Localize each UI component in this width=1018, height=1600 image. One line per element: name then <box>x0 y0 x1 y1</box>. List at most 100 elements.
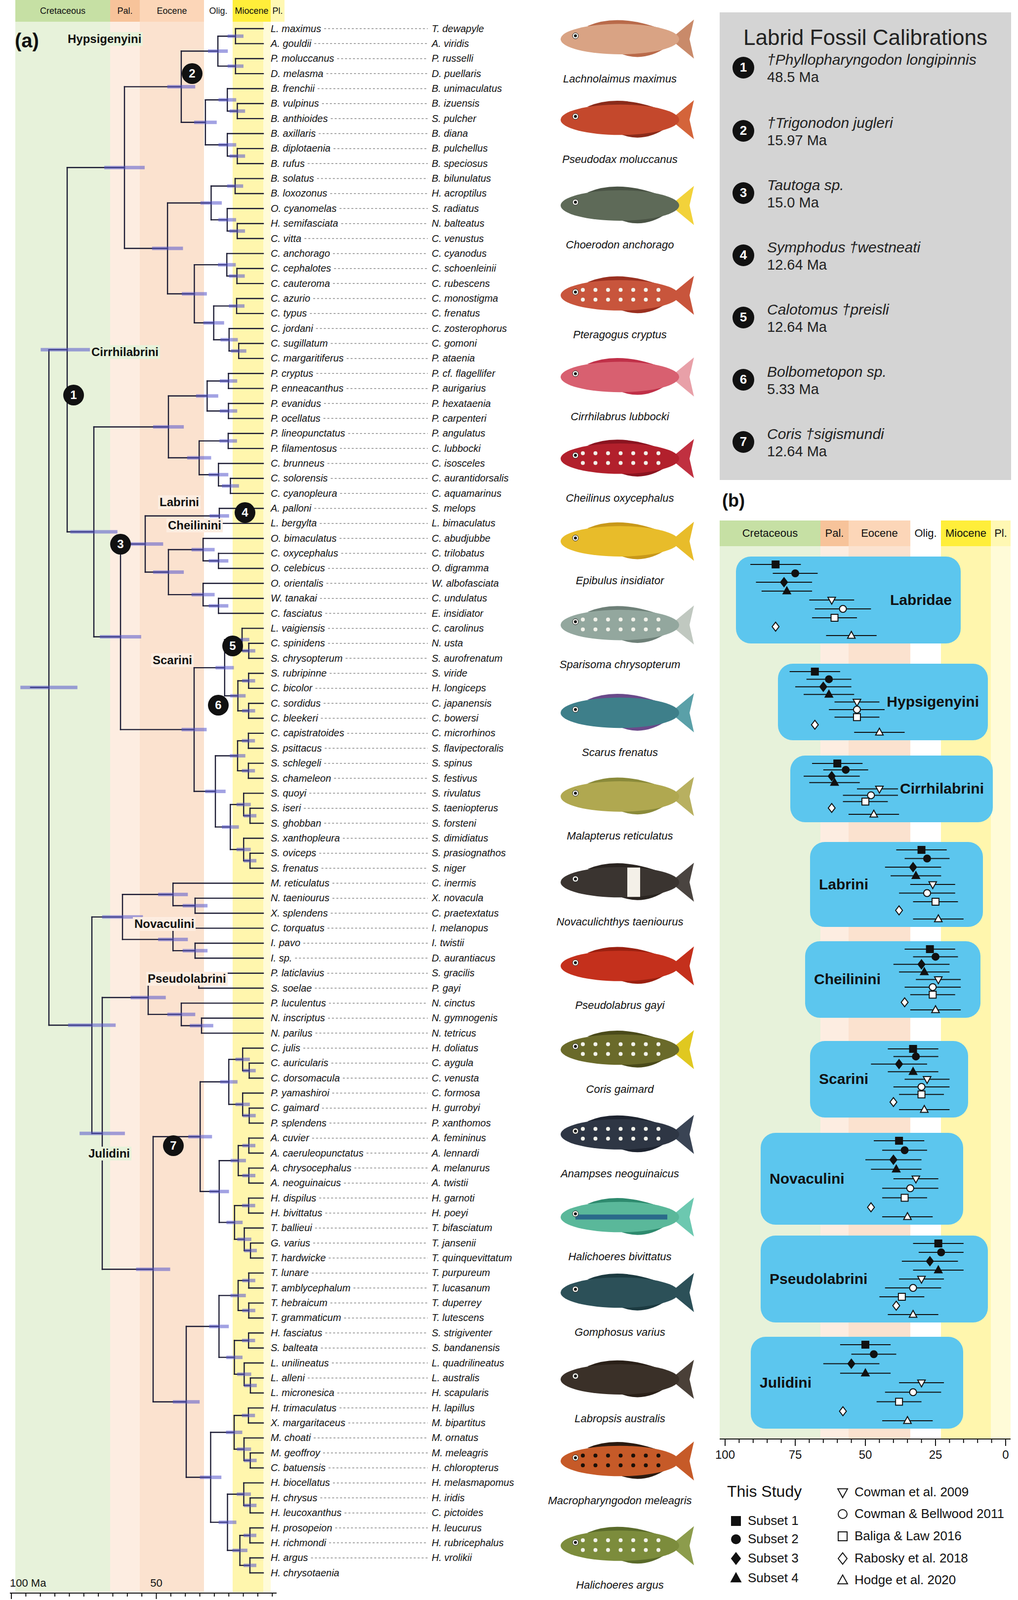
fossil-age: 12.64 Ma <box>767 443 827 460</box>
taxon-name: C. spinidens <box>270 637 326 650</box>
tree-branch <box>237 268 264 270</box>
taxon-name: H. biocellatus <box>270 1477 330 1489</box>
error-bar <box>236 803 251 807</box>
taxon-name: P. enneacanthus <box>270 382 344 395</box>
fish-spot <box>618 297 623 302</box>
data-marker <box>923 890 931 897</box>
error-bar <box>227 34 244 39</box>
taxon-name: S. frenatus <box>270 862 319 875</box>
fish-eye <box>572 1043 579 1050</box>
tree-branch <box>248 643 264 645</box>
tree-branch <box>250 1377 264 1379</box>
time-stripe <box>263 21 271 1593</box>
data-marker <box>853 699 861 707</box>
fish-illustration <box>560 862 694 902</box>
fish-spot <box>631 460 636 465</box>
tree-branch <box>250 1467 264 1469</box>
callout-number: 6 <box>739 372 747 388</box>
leader-line <box>314 987 428 989</box>
taxon-name: H. poeyi <box>431 1207 468 1220</box>
axis-tick <box>893 1439 895 1444</box>
axis-tick <box>963 1439 965 1444</box>
taxon-name: S. chameleon <box>270 773 331 785</box>
data-marker <box>861 1369 869 1377</box>
taxon-name: L. maximus <box>270 23 322 35</box>
data-marker <box>895 1137 903 1145</box>
data-marker <box>780 577 788 587</box>
fish-pupil <box>573 200 577 204</box>
fish-spot <box>606 451 611 456</box>
taxon-name: P. gayi <box>431 982 461 995</box>
axis-label: 100 <box>715 1448 735 1463</box>
fish-spot <box>606 287 611 292</box>
fish-pupil <box>573 34 577 38</box>
error-bar <box>194 120 217 124</box>
leader-line <box>330 1303 428 1304</box>
fish-caption: Pteragogus cryptus <box>572 328 667 341</box>
fish-pupil <box>573 290 577 294</box>
taxon-name: I. sp. <box>270 952 292 965</box>
data-marker <box>867 1203 875 1213</box>
leader-line <box>328 1258 428 1260</box>
leader-line <box>332 1093 428 1095</box>
taxon-name: H. melasmapomus <box>431 1477 515 1489</box>
tree-branch <box>235 58 264 60</box>
fish-spot <box>656 1042 661 1047</box>
error-bar <box>221 825 240 829</box>
leader-line <box>339 208 428 210</box>
fish-pupil <box>573 372 577 376</box>
fish-spot <box>618 1052 623 1057</box>
leader-line <box>322 1107 428 1109</box>
fish-pupil <box>573 1375 577 1379</box>
calibration-circle: 5 <box>222 635 244 657</box>
leader-line <box>324 763 428 765</box>
taxon-name: C. sugillatum <box>270 337 328 350</box>
axis-label: 50 <box>150 1577 163 1590</box>
fish-body <box>560 1446 680 1477</box>
taxon-name: I. twistii <box>431 937 465 949</box>
tree-branch <box>248 702 264 704</box>
data-marker <box>837 1575 848 1585</box>
taxon-name: X. margaritaceus <box>270 1417 346 1429</box>
error-bar <box>237 1372 252 1377</box>
taxon-name: L. unilineatus <box>270 1357 329 1370</box>
fish-illustration <box>560 1114 694 1154</box>
callout-number: 5 <box>739 310 747 326</box>
data-marker <box>909 1284 917 1292</box>
leader-line <box>327 973 428 975</box>
fish-spot <box>580 617 585 622</box>
fish-spot <box>580 627 585 632</box>
error-bar <box>209 1325 230 1329</box>
fish-illustration <box>560 605 694 645</box>
error-bar <box>127 542 164 546</box>
taxon-name: P. carpenteri <box>431 412 487 425</box>
taxon-name: P. laticlavius <box>270 967 325 979</box>
era-band: Pal. <box>110 0 140 22</box>
tree-branch <box>235 73 264 75</box>
tree-branch <box>248 1182 264 1184</box>
data-marker <box>923 855 931 863</box>
fish-caption: Malapterus reticulatus <box>566 829 673 843</box>
leader-line <box>303 942 428 944</box>
taxon-name: X. splendens <box>270 907 328 920</box>
taxon-name: N. usta <box>431 637 463 650</box>
error-bar <box>182 904 208 908</box>
taxon-name: L. quadrilineatus <box>431 1357 505 1370</box>
data-marker <box>934 915 942 923</box>
tree-branch <box>248 1167 264 1169</box>
clade-age-box: Hypsigenyini <box>777 663 988 741</box>
taxon-name: N. gymnogenis <box>431 1012 498 1024</box>
fish-body <box>560 280 680 311</box>
fish-caption: Pseudodax moluccanus <box>562 153 678 166</box>
taxon-name: L. vaigiensis <box>270 622 326 635</box>
callout-number: 1 <box>70 388 77 403</box>
fish-spot <box>593 287 598 292</box>
taxon-name: H. lapillus <box>431 1402 475 1415</box>
error-bar <box>208 604 229 608</box>
fish-spot <box>631 1463 636 1468</box>
fish-pupil <box>573 1129 577 1133</box>
data-marker <box>895 905 903 915</box>
time-stripe <box>990 546 1011 1440</box>
leader-line <box>315 688 428 690</box>
fish-spot <box>631 1137 636 1141</box>
